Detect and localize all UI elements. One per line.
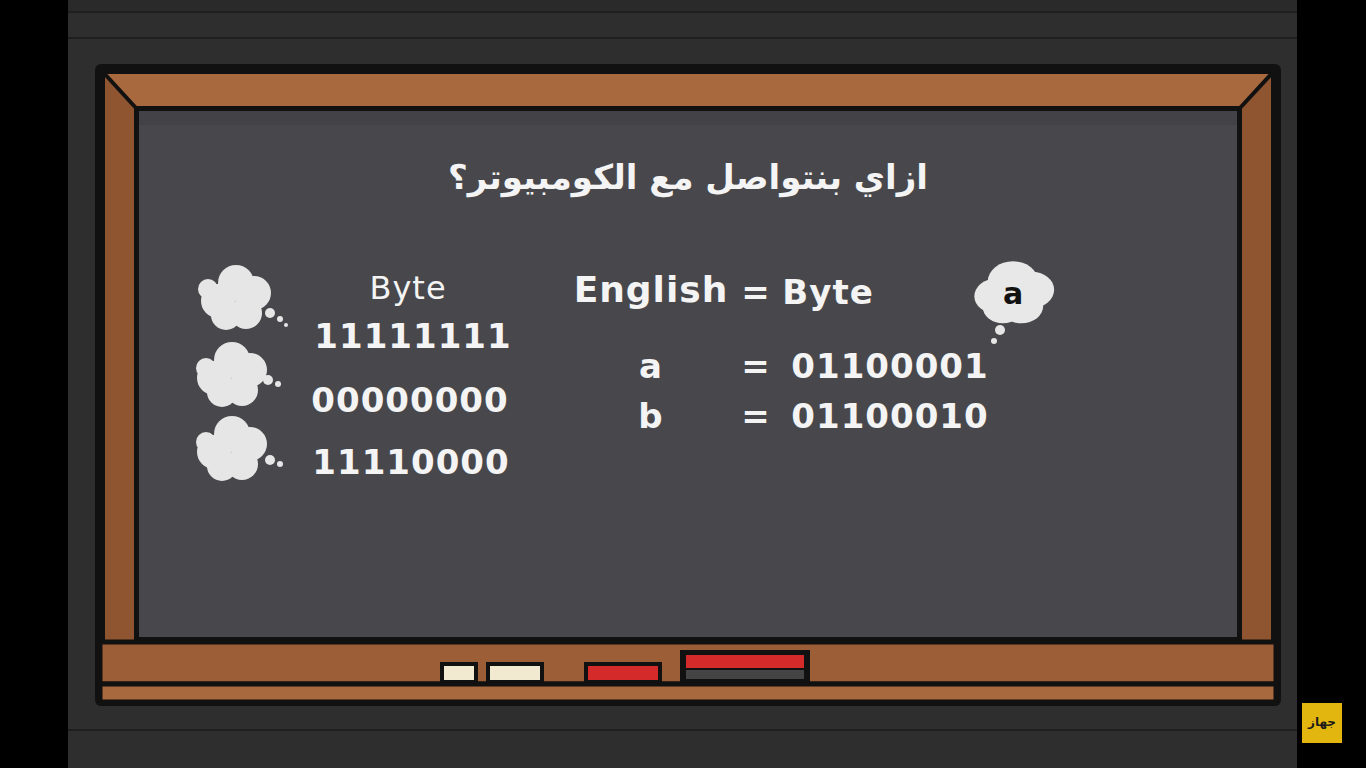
- binary-byte: 01100001: [791, 348, 988, 385]
- letter: a: [639, 348, 663, 385]
- column-heading: English: [574, 270, 729, 310]
- equals-sign: =: [741, 274, 771, 311]
- binary-byte: 11111111: [314, 318, 511, 355]
- logo-text: جهاز: [1308, 716, 1336, 729]
- binary-byte: 11110000: [312, 444, 509, 481]
- channel-logo: جهاز: [1302, 703, 1342, 743]
- binary-byte: 00000000: [311, 382, 508, 419]
- node-text-holder: جهاز: [1308, 716, 1336, 729]
- bubble-letter: a: [1003, 277, 1023, 310]
- board-title: ازاي بنتواصل مع الكومبيوتر؟: [448, 159, 928, 196]
- node-text-holder: a: [1003, 277, 1023, 310]
- equals-sign: =: [741, 348, 771, 385]
- thought-bubble: a: [971, 261, 1055, 325]
- column-heading: Byte: [782, 274, 873, 311]
- binary-byte: 01100010: [791, 398, 988, 435]
- equals-sign: =: [741, 398, 771, 435]
- column-heading: Byte: [369, 271, 446, 306]
- letter: b: [638, 398, 663, 435]
